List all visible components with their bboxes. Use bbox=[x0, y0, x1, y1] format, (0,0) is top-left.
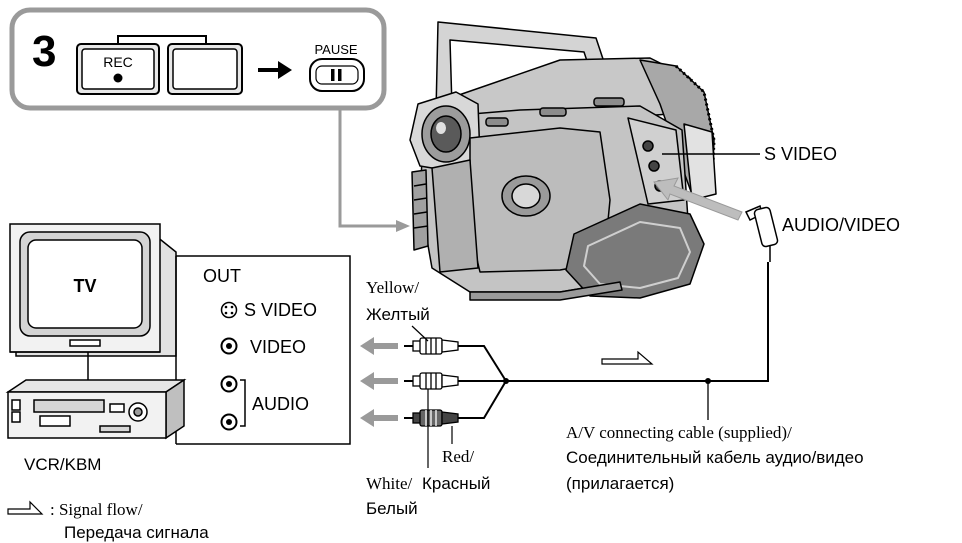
av-mini-plug bbox=[744, 204, 779, 262]
arrow-right-icon bbox=[258, 61, 292, 79]
legend-label: : Signal flow/ bbox=[50, 500, 143, 519]
vcr-label: VCR/KBM bbox=[24, 455, 101, 474]
white-label-ru: Белый bbox=[366, 499, 418, 518]
legend-signal-flow-icon bbox=[7, 500, 44, 515]
cable-label: A/V connecting cable (supplied)/ bbox=[566, 423, 792, 442]
tv-label: TV bbox=[73, 276, 96, 296]
pause-button[interactable] bbox=[309, 58, 365, 92]
signal-arrow-video-icon bbox=[360, 337, 398, 355]
out-title: OUT bbox=[203, 266, 241, 286]
video-jack-icon bbox=[220, 337, 238, 355]
signal-arrows bbox=[360, 337, 398, 427]
audio-video-port-label: AUDIO/VIDEO bbox=[782, 215, 900, 235]
s-video-jack-icon bbox=[220, 301, 238, 319]
out-audio-label: AUDIO bbox=[252, 394, 309, 414]
audio-right-jack-icon bbox=[220, 413, 238, 431]
pause-label: PAUSE bbox=[314, 42, 357, 57]
out-panel: OUT S VIDEO VIDEO AUDIO bbox=[176, 255, 351, 445]
start-stop-button[interactable] bbox=[167, 43, 243, 95]
step-panel: 3 REC PAUSE bbox=[9, 7, 387, 111]
red-label-ru: Красный bbox=[422, 474, 490, 493]
audio-left-jack-icon bbox=[220, 375, 238, 393]
yellow-label-ru: Желтый bbox=[366, 305, 430, 324]
cable-junction bbox=[503, 378, 509, 384]
yellow-callout bbox=[411, 325, 429, 342]
legend-label-ru: Передача сигнала bbox=[64, 523, 209, 542]
cable-label-ru-supplied: (прилагается) bbox=[566, 474, 674, 493]
insert-plug-arrow-icon bbox=[653, 177, 743, 221]
yellow-label: Yellow/ bbox=[366, 278, 419, 297]
cable-bundle bbox=[458, 262, 769, 419]
audio-bracket bbox=[240, 379, 246, 427]
s-video-port-label: S VIDEO bbox=[764, 144, 837, 164]
panel-connector-line bbox=[338, 108, 398, 228]
out-s-video-label: S VIDEO bbox=[244, 300, 317, 320]
signal-arrow-audio-left-icon bbox=[360, 372, 398, 390]
rec-button[interactable]: REC bbox=[76, 43, 160, 95]
cable-label-ru: Соединительный кабель аудио/видео bbox=[566, 448, 864, 467]
button-bracket bbox=[117, 35, 207, 46]
pause-icon bbox=[331, 69, 335, 81]
rca-plug-red bbox=[404, 409, 459, 427]
rca-plug-yellow bbox=[404, 337, 459, 355]
signal-arrow-audio-right-icon bbox=[360, 409, 398, 427]
out-video-label: VIDEO bbox=[250, 337, 306, 357]
step-number: 3 bbox=[32, 27, 56, 76]
signal-flow-arrow-icon bbox=[601, 350, 654, 365]
rec-label: REC bbox=[103, 54, 133, 70]
rec-dot-icon bbox=[113, 73, 123, 83]
vcr-deck bbox=[5, 378, 187, 440]
rca-plug-white bbox=[404, 372, 459, 390]
white-label: White/ bbox=[366, 474, 413, 493]
tv-set: TV bbox=[9, 223, 177, 357]
connector-arrow-icon bbox=[396, 220, 410, 232]
camcorder-illustration bbox=[409, 21, 717, 301]
red-label: Red/ bbox=[442, 447, 474, 466]
